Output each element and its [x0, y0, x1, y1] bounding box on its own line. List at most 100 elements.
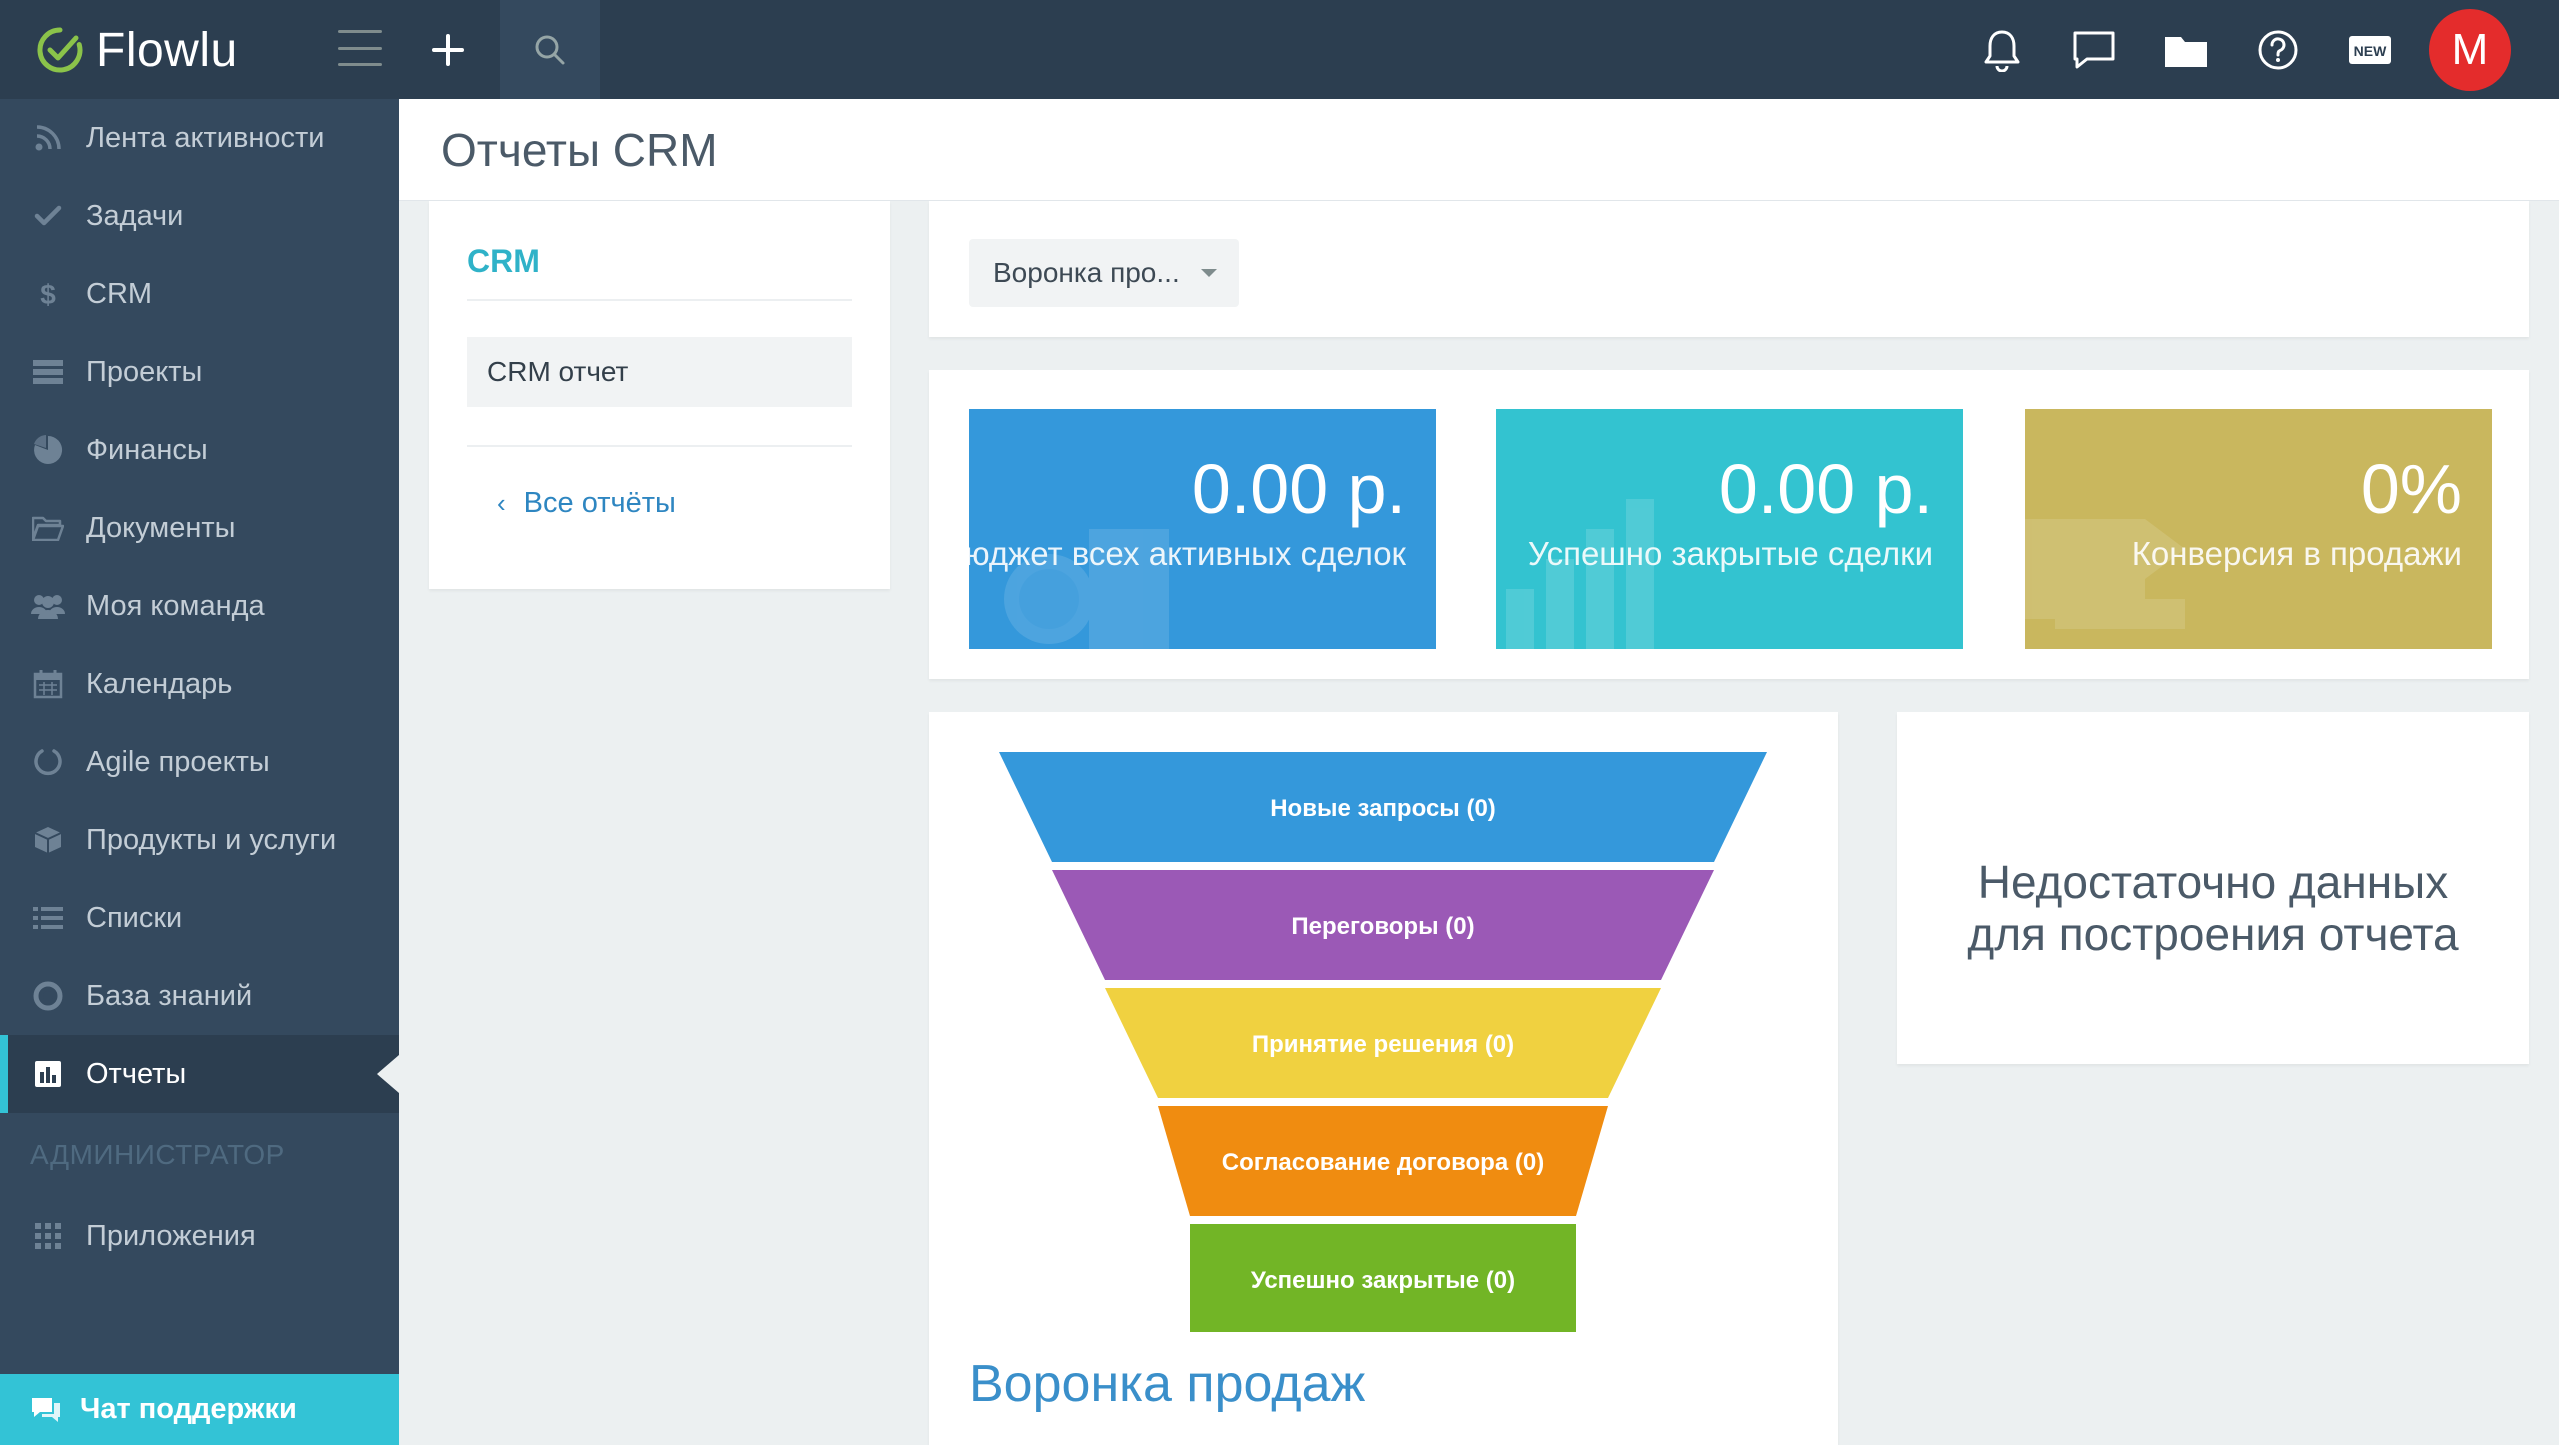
plus-icon[interactable]: [420, 22, 476, 78]
funnel-stage-label: Новые запросы (0): [1270, 795, 1496, 822]
sidebar-item-tasks[interactable]: Задачи: [0, 177, 399, 255]
no-data-panel: Недостаточно данных для построения отчет…: [1897, 712, 2529, 1064]
report-nav-panel: CRM CRM отчет ‹ Все отчёты: [429, 201, 890, 589]
sidebar-item-finance[interactable]: Финансы: [0, 411, 399, 489]
box-icon: [30, 822, 66, 858]
support-chat-label: Чат поддержки: [80, 1393, 297, 1425]
folder-open-icon: [30, 510, 66, 546]
sidebar-item-label: Отчеты: [86, 1057, 187, 1090]
pie-icon: [30, 432, 66, 468]
sidebar-item-label: Моя команда: [86, 589, 265, 622]
rss-icon: [30, 120, 66, 156]
funnel-stage[interactable]: [1105, 988, 1661, 1098]
sidebar-item-knowledge[interactable]: База знаний: [0, 957, 399, 1035]
stat-card-closed: 0.00 р. Успешно закрытые сделки: [1496, 409, 1963, 649]
pipeline-select[interactable]: Воронка про...: [969, 239, 1239, 307]
coins-icon: [1004, 529, 1169, 649]
funnel-stage-label: Переговоры (0): [1291, 913, 1474, 940]
top-icons: NEW M: [1973, 0, 2559, 99]
pipeline-select-value: Воронка про...: [993, 257, 1180, 288]
page-title: Отчеты CRM: [441, 123, 718, 176]
sidebar-item-label: Проекты: [86, 355, 203, 388]
stat-label: Бюджет всех активных сделок: [969, 535, 1406, 572]
team-icon: [30, 588, 66, 624]
chat-icon[interactable]: [2065, 21, 2123, 79]
filter-bar: Воронка про...: [929, 201, 2529, 337]
stat-value: 0%: [2360, 450, 2462, 528]
sidebar-item-label: Agile проекты: [86, 745, 270, 778]
funnel-stage-label: Согласование договора (0): [1222, 1149, 1544, 1176]
help-icon[interactable]: [2249, 21, 2307, 79]
sidebar-item-crm[interactable]: $ CRM: [0, 255, 399, 333]
agile-icon: [30, 744, 66, 780]
handshake-icon: [2025, 519, 2185, 629]
sidebar-item-products[interactable]: Продукты и услуги: [0, 801, 399, 879]
sidebar-item-apps[interactable]: Приложения: [0, 1197, 399, 1275]
sidebar-item-label: Финансы: [86, 433, 208, 466]
stat-card-budget: 0.00 р. Бюджет всех активных сделок: [969, 409, 1436, 649]
caret-down-icon: [1201, 269, 1217, 277]
divider: [467, 445, 852, 447]
dollar-icon: $: [30, 276, 66, 312]
funnel-stage-label: Успешно закрытые (0): [1251, 1267, 1515, 1294]
top-bar: Flowlu NEW M: [0, 0, 2559, 99]
stat-label: Конверсия в продажи: [2131, 535, 2462, 572]
funnel-panel: Новые запросы (0) Переговоры (0) Принятие …: [929, 712, 1838, 1445]
logo-text: Flowlu: [96, 23, 238, 77]
sidebar-item-reports[interactable]: Отчеты: [0, 1035, 399, 1113]
sidebar-item-label: Документы: [86, 511, 236, 544]
list-icon: [30, 900, 66, 936]
stat-value: 0.00 р.: [1191, 450, 1406, 528]
folder-icon[interactable]: [2157, 21, 2215, 79]
svg-text:$: $: [40, 279, 56, 309]
funnel-stage-label: Принятие решения (0): [1252, 1031, 1514, 1058]
logo[interactable]: Flowlu: [36, 22, 238, 78]
sidebar-item-agile[interactable]: Agile проекты: [0, 723, 399, 801]
chart-icon: [30, 1056, 66, 1092]
sidebar-item-label: Лента активности: [86, 121, 325, 154]
search-button[interactable]: [500, 0, 600, 99]
all-reports-label: Все отчёты: [523, 487, 676, 519]
stat-card-conversion: 0% Конверсия в продажи: [2025, 409, 2492, 649]
check-icon: [30, 198, 66, 234]
menu-icon[interactable]: [338, 30, 382, 66]
sidebar-item-label: Задачи: [86, 199, 184, 232]
sidebar-item-calendar[interactable]: Календарь: [0, 645, 399, 723]
new-badge-icon[interactable]: NEW: [2341, 21, 2399, 79]
support-chat-button[interactable]: Чат поддержки: [0, 1374, 399, 1445]
all-reports-link[interactable]: ‹ Все отчёты: [467, 487, 852, 520]
sidebar-item-label: CRM: [86, 277, 153, 310]
bar-chart-icon: [1506, 499, 1654, 649]
sidebar-item-label: Продукты и услуги: [86, 823, 337, 856]
logo-check-icon: [37, 27, 83, 73]
projects-icon: [30, 354, 66, 390]
report-group-title: CRM: [467, 201, 852, 301]
sales-funnel-chart: Новые запросы (0) Переговоры (0) Принятие …: [999, 752, 1767, 1332]
avatar[interactable]: M: [2429, 8, 2511, 91]
stats-panel: 0.00 р. Бюджет всех активных сделок 0.00…: [929, 370, 2529, 679]
funnel-stage[interactable]: [1190, 1224, 1576, 1332]
sidebar-item-lists[interactable]: Списки: [0, 879, 399, 957]
grid-icon: [30, 1218, 66, 1254]
chat-bubbles-icon: [32, 1397, 60, 1422]
bell-icon[interactable]: [1973, 21, 2031, 79]
lifebuoy-icon: [30, 978, 66, 1014]
sidebar-item-label: Календарь: [86, 667, 233, 700]
sidebar-item-team[interactable]: Моя команда: [0, 567, 399, 645]
report-item-crm[interactable]: CRM отчет: [467, 337, 852, 407]
sidebar-item-label: Приложения: [86, 1219, 256, 1252]
funnel-title: Воронка продаж: [969, 1355, 1366, 1413]
search-icon: [535, 35, 565, 64]
sidebar-item-label: База знаний: [86, 979, 253, 1012]
sidebar-item-documents[interactable]: Документы: [0, 489, 399, 567]
sidebar-item-activity[interactable]: Лента активности: [0, 99, 399, 177]
sidebar-section-admin: АДМИНИСТРАТОР: [30, 1139, 285, 1170]
funnel-stage[interactable]: [999, 752, 1767, 862]
funnel-stage[interactable]: [1158, 1106, 1608, 1216]
funnel-stage[interactable]: [1052, 870, 1714, 980]
chevron-left-icon: ‹: [497, 488, 506, 518]
sidebar-item-projects[interactable]: Проекты: [0, 333, 399, 411]
sidebar-item-label: Списки: [86, 901, 183, 934]
calendar-icon: [30, 666, 66, 702]
stat-value: 0.00 р.: [1718, 450, 1933, 528]
